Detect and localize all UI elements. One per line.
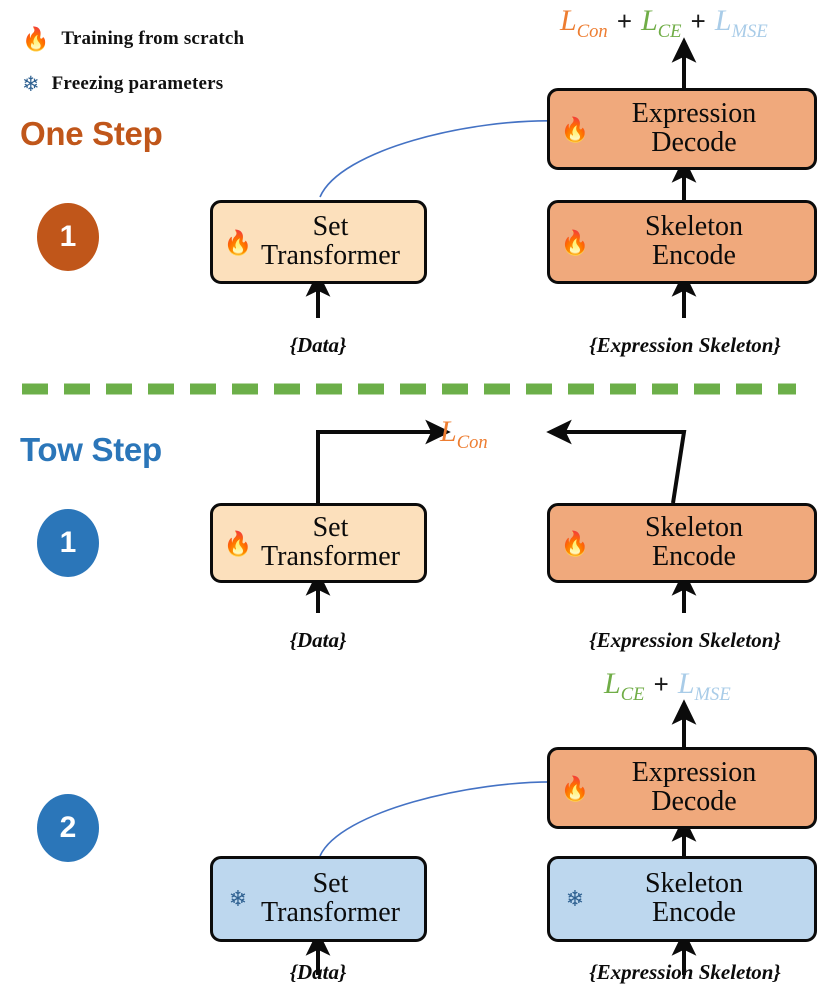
legend-label-freezing: Freezing parameters (51, 73, 224, 94)
connector-set-transformer-to-expression-decode (319, 120, 561, 198)
box-expression-decode-one-step[interactable]: 🔥 Expression Decode (547, 88, 817, 170)
snowflake-icon: ❄ (565, 886, 585, 911)
legend-item-training: 🔥 Training from scratch (22, 28, 244, 50)
loss-term-con: LCon (440, 415, 488, 453)
flame-icon: 🔥 (560, 774, 590, 801)
snowflake-icon: ❄ (228, 886, 248, 911)
loss-expression-two-step-stage1: LCon (440, 415, 488, 454)
box-label-set-transformer: Set Transformer (261, 512, 400, 572)
arrow-set-transformer-to-lcon (316, 419, 451, 503)
flame-icon: 🔥 (560, 529, 590, 556)
flame-icon: 🔥 (560, 228, 590, 255)
loss-operator-1: + (653, 669, 669, 699)
box-set-transformer-two-step-2[interactable]: ❄ Set Transformer (210, 856, 427, 942)
loss-operator-2: + (690, 6, 706, 36)
loss-term-mse: LMSE (677, 667, 731, 705)
box-label-set-transformer: Set Transformer (261, 868, 400, 928)
step-badge-two-step-2: 2 (37, 794, 99, 862)
box-skeleton-encode-two-step-1[interactable]: 🔥 Skeleton Encode (547, 503, 817, 583)
loss-expression-one-step: LCon + LCE + LMSE (560, 4, 768, 43)
input-label-data-one-step: {Data} (289, 333, 347, 357)
loss-term-con: LCon (560, 4, 608, 42)
box-set-transformer-one-step[interactable]: 🔥 Set Transformer (210, 200, 427, 284)
input-label-expression-skeleton-two-step-1: {Expression Skeleton} (589, 628, 781, 652)
box-skeleton-encode-two-step-2[interactable]: ❄ Skeleton Encode (547, 856, 817, 942)
box-label-skeleton-encode: Skeleton Encode (645, 211, 743, 271)
box-expression-decode-two-step-2[interactable]: 🔥 Expression Decode (547, 747, 817, 829)
section-title-two-step: Tow Step (20, 431, 162, 468)
legend-label-training: Training from scratch (61, 28, 245, 49)
loss-term-ce: LCE (641, 4, 682, 42)
box-set-transformer-two-step-1[interactable]: 🔥 Set Transformer (210, 503, 427, 583)
section-title-one-step: One Step (20, 115, 163, 152)
legend-item-freezing: ❄ Freezing parameters (22, 73, 223, 95)
loss-term-mse: LMSE (714, 4, 768, 42)
flame-icon: 🔥 (223, 228, 253, 255)
flame-icon: 🔥 (22, 26, 50, 51)
box-label-expression-decode: Expression Decode (631, 757, 757, 817)
flame-icon: 🔥 (223, 529, 253, 556)
step-badge-two-step-1: 1 (37, 509, 99, 577)
step-badge-one-step-1: 1 (37, 203, 99, 271)
loss-expression-two-step-stage2: LCE + LMSE (604, 667, 731, 706)
flame-icon: 🔥 (560, 115, 590, 142)
box-skeleton-encode-one-step[interactable]: 🔥 Skeleton Encode (547, 200, 817, 284)
connector-set-transformer-to-expression-decode-s2 (319, 781, 561, 857)
box-label-skeleton-encode: Skeleton Encode (645, 512, 743, 572)
input-label-data-two-step-2: {Data} (289, 960, 347, 984)
box-label-set-transformer: Set Transformer (261, 211, 400, 271)
loss-term-ce: LCE (604, 667, 645, 705)
loss-operator-1: + (616, 6, 633, 36)
snowflake-icon: ❄ (22, 72, 40, 96)
input-label-expression-skeleton-two-step-2: {Expression Skeleton} (589, 960, 781, 984)
box-label-skeleton-encode: Skeleton Encode (645, 868, 743, 928)
input-label-data-two-step-1: {Data} (289, 628, 347, 652)
arrow-skeleton-encode-to-lcon (546, 419, 687, 504)
input-label-expression-skeleton-one-step: {Expression Skeleton} (589, 333, 781, 357)
box-label-expression-decode: Expression Decode (631, 98, 757, 158)
